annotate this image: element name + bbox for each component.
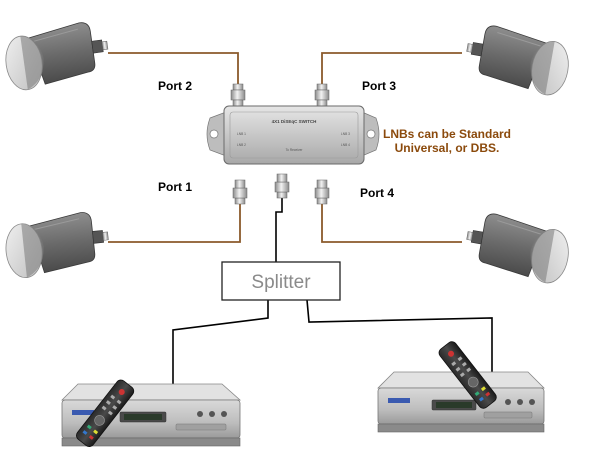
remote-control-icon [76,379,135,448]
remote-control-icon [438,341,497,409]
diseqc-switch-icon: 4X1 DiSEqC SWITCH LNB 1 LNB 2 LNB 3 LNB … [206,83,380,205]
port-4-label: Port 4 [360,186,394,200]
switch-label-lnb2: LNB 2 [237,143,246,147]
switch-label-lnb4: LNB 4 [341,143,350,147]
cable-port-2 [108,52,239,90]
receiver-cables [172,196,493,392]
port-3-label: Port 3 [362,79,396,93]
receiver-left [61,379,242,448]
satellite-lnb-icon [461,21,574,99]
port-1-label: Port 1 [158,180,192,194]
lnb-top-left [1,18,113,93]
lnb-note-line-2: Universal, or DBS. [395,141,500,155]
satellite-lnb-icon [461,209,574,287]
cable-port-1 [108,198,241,243]
switch-title: 4X1 DiSEqC SWITCH [272,119,317,124]
cable-splitter-to-receiver-left [172,300,269,392]
port-2-label: Port 2 [158,79,192,93]
lnb-cables [108,52,462,243]
cable-port-4 [321,198,462,243]
lnb-top-right [461,21,574,99]
cable-port-3 [321,52,462,90]
cable-splitter-to-receiver-right [306,299,493,380]
satellite-lnb-icon [1,18,113,93]
receiver-right [377,341,545,433]
switch-label-lnb1: LNB 1 [237,132,246,136]
splitter-label: Splitter [251,272,311,293]
switch-label-output: To Receiver [286,148,304,152]
cable-switch-to-splitter [275,196,283,262]
splitter-box: Splitter [221,261,341,301]
lnb-bottom-right [461,209,574,287]
satellite-lnb-icon [2,209,112,280]
switch-label-lnb3: LNB 3 [341,132,350,136]
lnb-bottom-left [2,209,112,280]
lnb-note-line-1: LNBs can be Standard [383,127,511,141]
